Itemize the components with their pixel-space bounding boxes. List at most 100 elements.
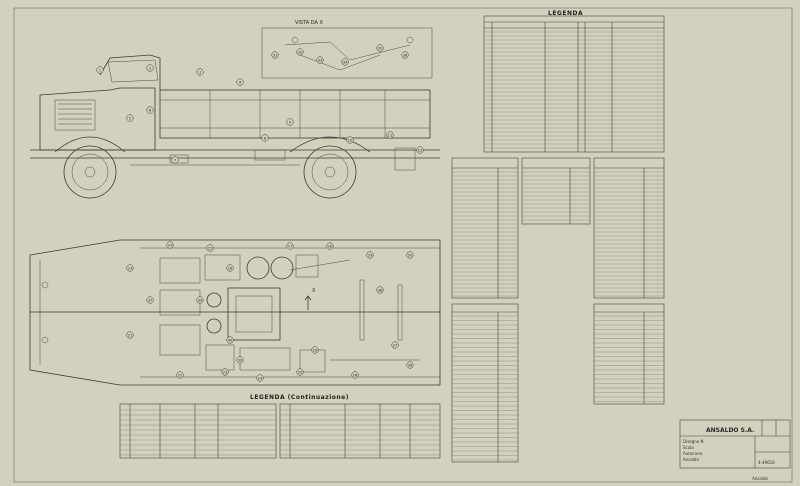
callout-number: 6	[149, 108, 152, 112]
sheet-border	[13, 7, 793, 483]
truck-side-view	[30, 27, 440, 199]
callout-number: 30	[238, 358, 243, 362]
drawing-number: 4-49616	[758, 460, 775, 465]
legend-table-c	[593, 157, 665, 299]
callout-number: 9	[289, 120, 292, 124]
callout-number: 23	[223, 370, 228, 374]
callout-number: 11	[388, 133, 393, 137]
callout-number: 35	[378, 46, 383, 50]
callout-balloon	[146, 296, 154, 304]
callout-number: 7	[174, 158, 176, 162]
callout-number: 27	[393, 343, 398, 347]
callout-number: 8	[264, 136, 267, 140]
callout-number: 1	[99, 68, 101, 72]
callout-balloon	[171, 156, 179, 164]
callout-number: 21	[128, 333, 133, 337]
title-line-4: Ansaldo	[683, 457, 699, 462]
callout-balloon	[256, 374, 264, 382]
callout-balloon	[271, 51, 279, 59]
callout-number: 15	[208, 246, 213, 250]
callout-balloon	[176, 371, 184, 379]
callout-number: 19	[368, 253, 373, 257]
callout-number: 25	[298, 370, 303, 374]
callout-balloon	[346, 136, 354, 144]
callout-number: 2	[149, 66, 151, 70]
title-line-1: Disegno N.	[683, 439, 705, 444]
callout-balloon	[376, 286, 384, 294]
callout-balloon	[236, 78, 244, 86]
callout-balloon	[261, 134, 269, 142]
callout-number: 36	[403, 53, 408, 57]
callout-balloon	[196, 68, 204, 76]
view-label: VISTA DA X	[295, 20, 324, 26]
title-line-2: Scala	[683, 445, 694, 450]
legend-table-e	[593, 303, 665, 405]
callout-number: 39	[198, 298, 203, 302]
callout-balloon	[166, 241, 174, 249]
callout-number: 37	[148, 298, 153, 302]
truck-plan-view	[29, 239, 441, 386]
callout-balloon	[206, 244, 214, 252]
callout-number: 18	[328, 244, 333, 248]
title-line-3: Autocarro	[683, 451, 703, 456]
callout-balloon	[326, 242, 334, 250]
callout-balloon	[366, 251, 374, 259]
callout-balloon	[196, 296, 204, 304]
legend-table-a	[451, 157, 519, 299]
legend-table-d	[451, 303, 519, 463]
callout-balloon	[351, 371, 359, 379]
callout-number: 38	[378, 288, 383, 292]
callout-balloon	[341, 58, 349, 66]
callout-number: 33	[318, 58, 323, 62]
callout-number: 10	[348, 138, 353, 142]
callout-balloon	[376, 44, 384, 52]
callout-balloon	[226, 336, 234, 344]
callout-balloon	[406, 251, 414, 259]
callout-balloon	[416, 146, 424, 154]
callout-number: 14	[168, 243, 173, 247]
callout-number: 26	[353, 373, 358, 377]
legend-table-b	[521, 157, 591, 225]
continuation-legend-title: LEGENDA (Continuazione)	[250, 394, 349, 401]
callout-balloon	[386, 131, 394, 139]
callout-number: 22	[178, 373, 183, 377]
callout-number: 29	[313, 348, 318, 352]
callout-number: 4	[239, 80, 242, 84]
callout-balloon	[96, 66, 104, 74]
callout-balloon	[401, 51, 409, 59]
callout-balloon	[406, 361, 414, 369]
main-legend-table	[483, 15, 665, 153]
callout-number: 12	[418, 148, 423, 152]
callout-number: 5	[129, 116, 131, 120]
callout-balloon	[126, 114, 134, 122]
callout-number: 31	[273, 53, 278, 57]
callout-balloon	[221, 368, 229, 376]
callout-balloon	[296, 48, 304, 56]
callout-number: 32	[298, 50, 303, 54]
callout-balloon	[236, 356, 244, 364]
callout-balloon	[311, 346, 319, 354]
callout-number: 3	[199, 70, 201, 74]
callout-number: 20	[408, 253, 413, 257]
view-arrow	[304, 295, 312, 310]
callout-balloon	[146, 106, 154, 114]
callout-balloon	[286, 118, 294, 126]
callout-balloon	[391, 341, 399, 349]
callout-number: 17	[288, 244, 293, 248]
main-legend-title: LEGENDA	[548, 10, 583, 17]
callout-number: 28	[408, 363, 413, 367]
callout-number: 40	[228, 338, 233, 342]
callout-balloon	[126, 331, 134, 339]
title-block	[679, 419, 791, 469]
signature: Ansaldo	[751, 476, 768, 481]
view-arrow-label: X	[312, 288, 316, 294]
callout-number: 16	[228, 266, 233, 270]
callout-balloon	[126, 264, 134, 272]
company-name: ANSALDO S.A.	[706, 427, 754, 434]
callout-number: 24	[258, 376, 263, 380]
callout-balloon	[296, 368, 304, 376]
callout-balloon	[286, 242, 294, 250]
continuation-legend-table	[119, 403, 441, 459]
